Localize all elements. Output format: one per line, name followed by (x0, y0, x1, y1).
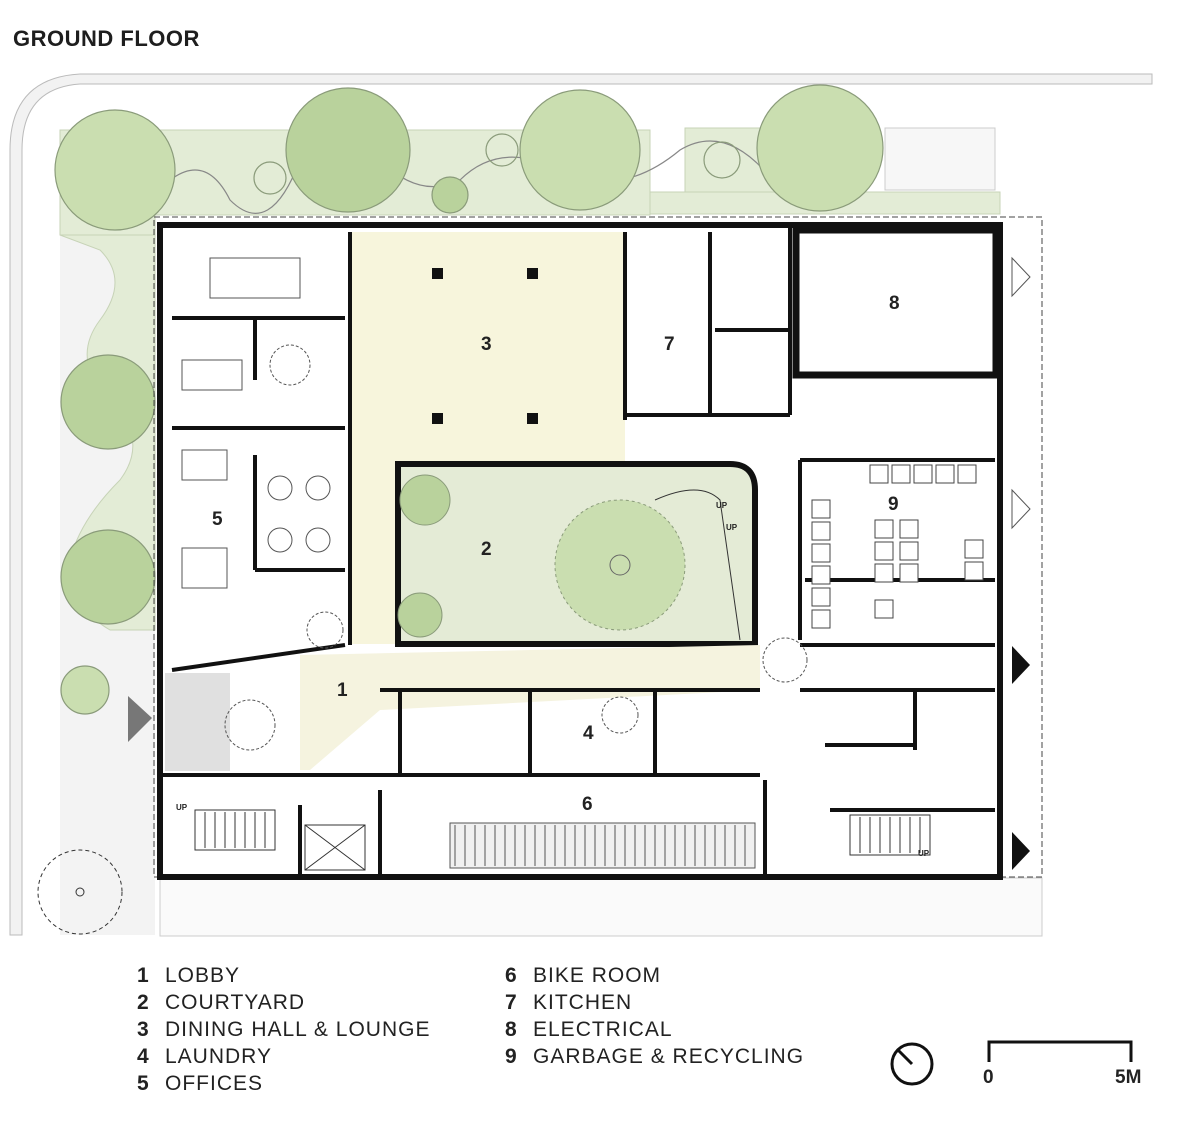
sidewalk (9, 73, 1153, 936)
scale-end-label: 5M (1115, 1067, 1142, 1088)
room-number-9: 9 (888, 494, 899, 515)
entry-arrow-icon (1011, 256, 1031, 298)
room-dining-hall-west (350, 464, 395, 644)
north-arrow-icon (890, 1042, 934, 1086)
stair-up-label: UP (716, 501, 728, 510)
plan-title: GROUND FLOOR (13, 26, 200, 51)
stair-up-label: UP (726, 523, 738, 532)
courtyard-tree-icon (554, 499, 686, 631)
room-number-3: 3 (481, 334, 492, 355)
room-number-6: 6 (582, 794, 593, 815)
street-edge (159, 877, 1043, 937)
planting-grid (884, 127, 996, 191)
scale-bar: 0 5M (983, 1038, 1143, 1094)
room-number-5: 5 (212, 509, 223, 530)
hydrant-icon (75, 887, 85, 897)
room-lobby (300, 645, 760, 770)
room-number-1: 1 (337, 680, 348, 701)
room-number-4: 4 (583, 723, 594, 744)
entry-arrow-icon (128, 696, 152, 742)
floor-plan: UP UP UP UP 1 2 3 4 5 6 7 8 9 (9, 73, 1153, 937)
scale-start-label: 0 (983, 1067, 994, 1088)
room-electrical (792, 226, 1000, 379)
room-number-8: 8 (889, 293, 900, 314)
room-number-7: 7 (664, 334, 675, 355)
stair-up-label: UP (918, 849, 930, 858)
room-dining-hall (350, 232, 625, 464)
building: UP UP UP UP (157, 222, 1003, 880)
entry-arrow-icon (1012, 646, 1030, 684)
room-number-2: 2 (481, 539, 492, 560)
entry-arrow-icon (1012, 832, 1030, 870)
stair-up-label: UP (176, 803, 188, 812)
tree-icon (54, 84, 884, 715)
street-tree-icon (37, 849, 123, 935)
entry-vestibule (165, 673, 230, 771)
entry-arrow-icon (1011, 488, 1031, 530)
